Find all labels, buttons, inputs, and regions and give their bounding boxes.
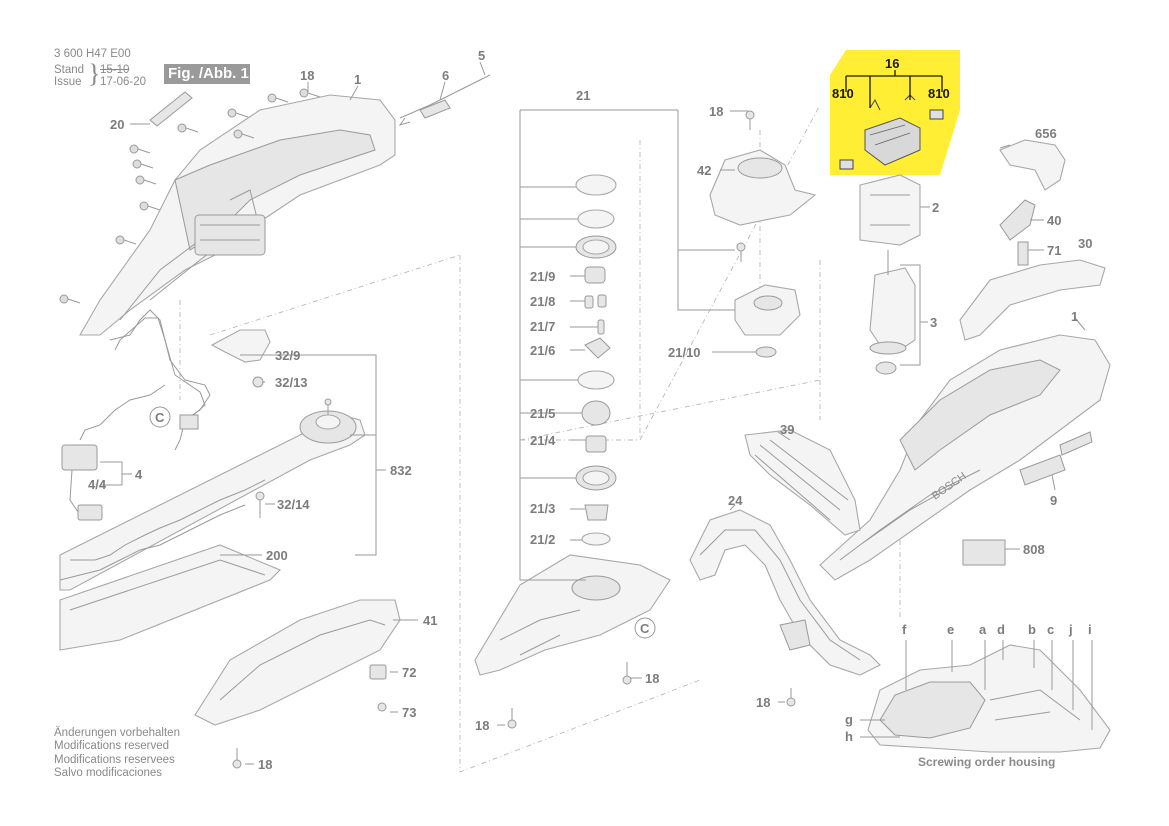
label-21-3: 21/3	[530, 501, 555, 516]
modification-notes: Änderungen vorbehalten Modifications res…	[54, 727, 180, 780]
label-21-10: 21/10	[668, 345, 701, 360]
part-labels: 20 18 1 6 5 21 18 42 21/9 21/8 21/7 21/6…	[88, 48, 1092, 772]
screwing-order-thumbnail	[860, 640, 1111, 753]
label-32-14: 32/14	[277, 497, 310, 512]
label-24: 24	[728, 493, 743, 508]
label-21: 21	[576, 88, 590, 103]
label-18b: 18	[709, 104, 723, 119]
housing-half-left	[79, 94, 396, 336]
label-40: 40	[1047, 213, 1061, 228]
label-16: 16	[885, 56, 899, 71]
label-1b: 1	[1071, 309, 1078, 324]
wire-harness	[61, 309, 211, 521]
label-18d: 18	[475, 718, 489, 733]
label-21-9: 21/9	[530, 269, 555, 284]
label-g: g	[845, 712, 853, 727]
gearbox-housing	[474, 554, 671, 676]
issue-label: Issue	[54, 76, 82, 88]
label-21-4: 21/4	[530, 433, 556, 448]
label-18a: 18	[300, 68, 314, 83]
label-20: 20	[110, 117, 124, 132]
label-73: 73	[402, 705, 416, 720]
label-72: 72	[402, 665, 416, 680]
label-30: 30	[1078, 236, 1092, 251]
label-i: i	[1088, 622, 1092, 637]
label-18c: 18	[645, 671, 659, 686]
label-42: 42	[697, 163, 711, 178]
label-21-6: 21/6	[530, 343, 555, 358]
label-21-7: 21/7	[530, 319, 555, 334]
note-line: Salvo modificaciones	[54, 766, 163, 779]
brace-glyph: }	[88, 59, 101, 88]
part-20-strip	[149, 91, 193, 127]
stand-date: 15-10	[100, 64, 130, 76]
label-71: 71	[1047, 243, 1061, 258]
label-e: e	[947, 622, 954, 637]
label-h: h	[845, 729, 853, 744]
label-18e: 18	[756, 695, 770, 710]
label-832: 832	[390, 463, 412, 478]
label-9: 9	[1050, 493, 1057, 508]
label-b: b	[1028, 622, 1036, 637]
figure-label: Fig. /Abb. 1	[168, 65, 249, 82]
bracket-16	[845, 70, 943, 108]
gear-covers	[709, 110, 817, 358]
label-21-8: 21/8	[530, 294, 555, 309]
blade-assembly	[59, 398, 366, 591]
screw-set-left	[59, 88, 321, 304]
label-a: a	[979, 622, 987, 637]
blade-cover	[59, 544, 281, 651]
label-4: 4	[135, 467, 143, 482]
power-cable	[398, 74, 491, 126]
issue-date: 17-06-20	[100, 76, 147, 88]
label-6: 6	[442, 68, 449, 83]
label-strips	[962, 431, 1093, 566]
label-656: 656	[1035, 126, 1057, 141]
label-j: j	[1068, 622, 1073, 637]
screwing-order-caption: Screwing order housing	[918, 755, 1056, 769]
handle-bow	[689, 509, 881, 676]
note-line: Modifications reservees	[54, 753, 175, 766]
label-21-5: 21/5	[530, 406, 555, 421]
document-code: 3 600 H47 E00	[54, 48, 131, 60]
label-39: 39	[780, 422, 794, 437]
side-parts-right	[959, 139, 1106, 341]
screws-bottom	[149, 406, 796, 769]
lower-cover	[194, 599, 401, 726]
label-f: f	[902, 622, 907, 637]
label-32-9: 32/9	[275, 348, 300, 363]
label-c1: C	[155, 410, 165, 425]
dashed-guides	[179, 104, 901, 773]
label-810b: 810	[928, 86, 950, 101]
housing-half-right: BOSCH	[819, 334, 1111, 581]
note-line: Änderungen vorbehalten	[54, 727, 180, 739]
label-18f: 18	[258, 757, 272, 772]
label-32-13: 32/13	[275, 375, 308, 390]
label-808: 808	[1023, 542, 1045, 557]
label-810a: 810	[832, 86, 854, 101]
figure-badge	[164, 64, 250, 84]
leader-lines	[100, 61, 1086, 765]
motor-stator	[859, 174, 921, 246]
label-2: 2	[932, 200, 939, 215]
label-c: c	[1047, 622, 1054, 637]
stand-label: Stand	[54, 64, 85, 76]
label-5: 5	[478, 48, 485, 63]
vent-cover	[744, 429, 861, 536]
note-line: Modifications reserved	[54, 740, 170, 753]
label-c2: C	[640, 621, 650, 636]
label-4-4: 4/4	[88, 477, 107, 492]
highlight-region	[830, 50, 960, 175]
label-41: 41	[423, 613, 437, 628]
label-200: 200	[266, 548, 288, 563]
label-21-2: 21/2	[530, 532, 555, 547]
gearbox-column	[575, 174, 617, 546]
motor-armature	[869, 250, 916, 375]
label-1a: 1	[354, 72, 361, 87]
guard-piece	[210, 329, 271, 518]
label-3: 3	[930, 315, 937, 330]
label-d: d	[997, 622, 1005, 637]
